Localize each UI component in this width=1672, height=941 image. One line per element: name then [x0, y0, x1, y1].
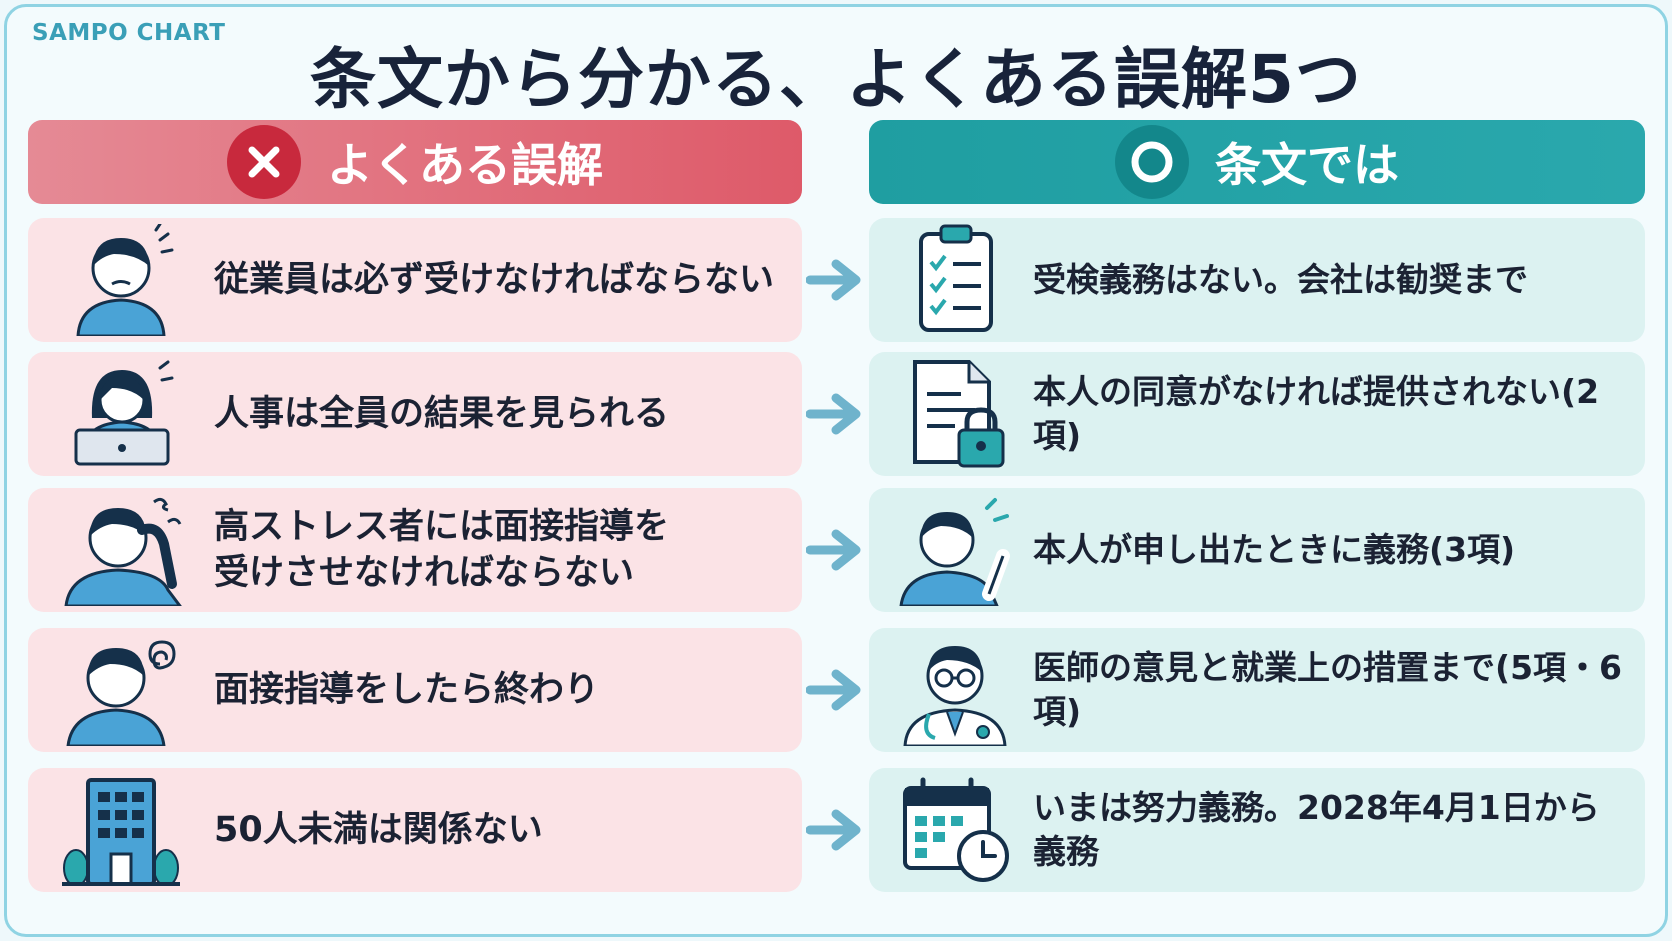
myth-header: よくある誤解: [28, 120, 802, 204]
myth-text-1: 従業員は必ず受けなければならない: [214, 259, 775, 300]
circle-mark-icon: [1115, 125, 1189, 199]
arrow-right-icon: [806, 259, 861, 301]
myth-row-1: 従業員は必ず受けなければならない: [28, 218, 802, 342]
fact-text-2: 本人の同意がなければ提供されない(2項): [1033, 372, 1600, 455]
worried-person-icon: [76, 224, 174, 336]
arrow-right-icon: [806, 669, 861, 711]
arrow-right-icon: [806, 809, 861, 851]
fact-header-label: 条文では: [1215, 138, 1399, 192]
calendar-clock-icon: [903, 777, 1009, 882]
fact-row-1: 受検義務はない。会社は勧奨まで: [869, 218, 1645, 342]
x-mark-icon: [227, 125, 301, 199]
fact-text-5: いまは努力義務。2028年4月1日から義務: [1033, 788, 1600, 871]
myth-header-label: よくある誤解: [327, 138, 603, 192]
fact-text-3: 本人が申し出たときに義務(3項): [1033, 530, 1516, 570]
person-at-laptop-icon: [74, 360, 174, 466]
page-title: 条文から分かる、よくある誤解5つ: [310, 41, 1362, 118]
myth-text-4: 面接指導をしたら終わり: [214, 669, 600, 710]
confused-person-icon: [66, 640, 176, 746]
doctor-icon: [903, 646, 1007, 746]
fact-text-1: 受検義務はない。会社は勧奨まで: [1033, 260, 1528, 300]
myth-text-2: 人事は全員の結果を見られる: [214, 393, 670, 434]
myth-row-4: 面接指導をしたら終わり: [28, 628, 802, 752]
arrow-right-icon: [806, 393, 861, 435]
fact-row-3: 本人が申し出たときに義務(3項): [869, 488, 1645, 612]
arrow-right-icon: [806, 529, 861, 571]
locked-document-icon: [913, 360, 1005, 468]
fact-header: 条文では: [869, 120, 1645, 204]
fact-text-4: 医師の意見と就業上の措置まで(5項・6項): [1033, 648, 1623, 731]
person-raising-hand-icon: [899, 498, 1010, 606]
fact-row-4: 医師の意見と就業上の措置まで(5項・6項): [869, 628, 1645, 752]
office-building-icon: [62, 778, 180, 886]
myth-row-5: 50人未満は関係ない: [28, 768, 802, 892]
fact-row-2: 本人の同意がなければ提供されない(2項): [869, 352, 1645, 476]
myth-text-5: 50人未満は関係ない: [214, 809, 543, 850]
brand-label: SAMPO CHART: [32, 20, 226, 46]
stressed-person-icon: [64, 497, 182, 606]
fact-row-5: いまは努力義務。2028年4月1日から義務: [869, 768, 1645, 892]
myth-row-2: 人事は全員の結果を見られる: [28, 352, 802, 476]
checklist-clipboard-icon: [919, 224, 993, 332]
myth-text-3: 高ストレス者には面接指導を 受けさせなければならない: [214, 506, 670, 593]
myth-row-3: 高ストレス者には面接指導を 受けさせなければならない: [28, 488, 802, 612]
